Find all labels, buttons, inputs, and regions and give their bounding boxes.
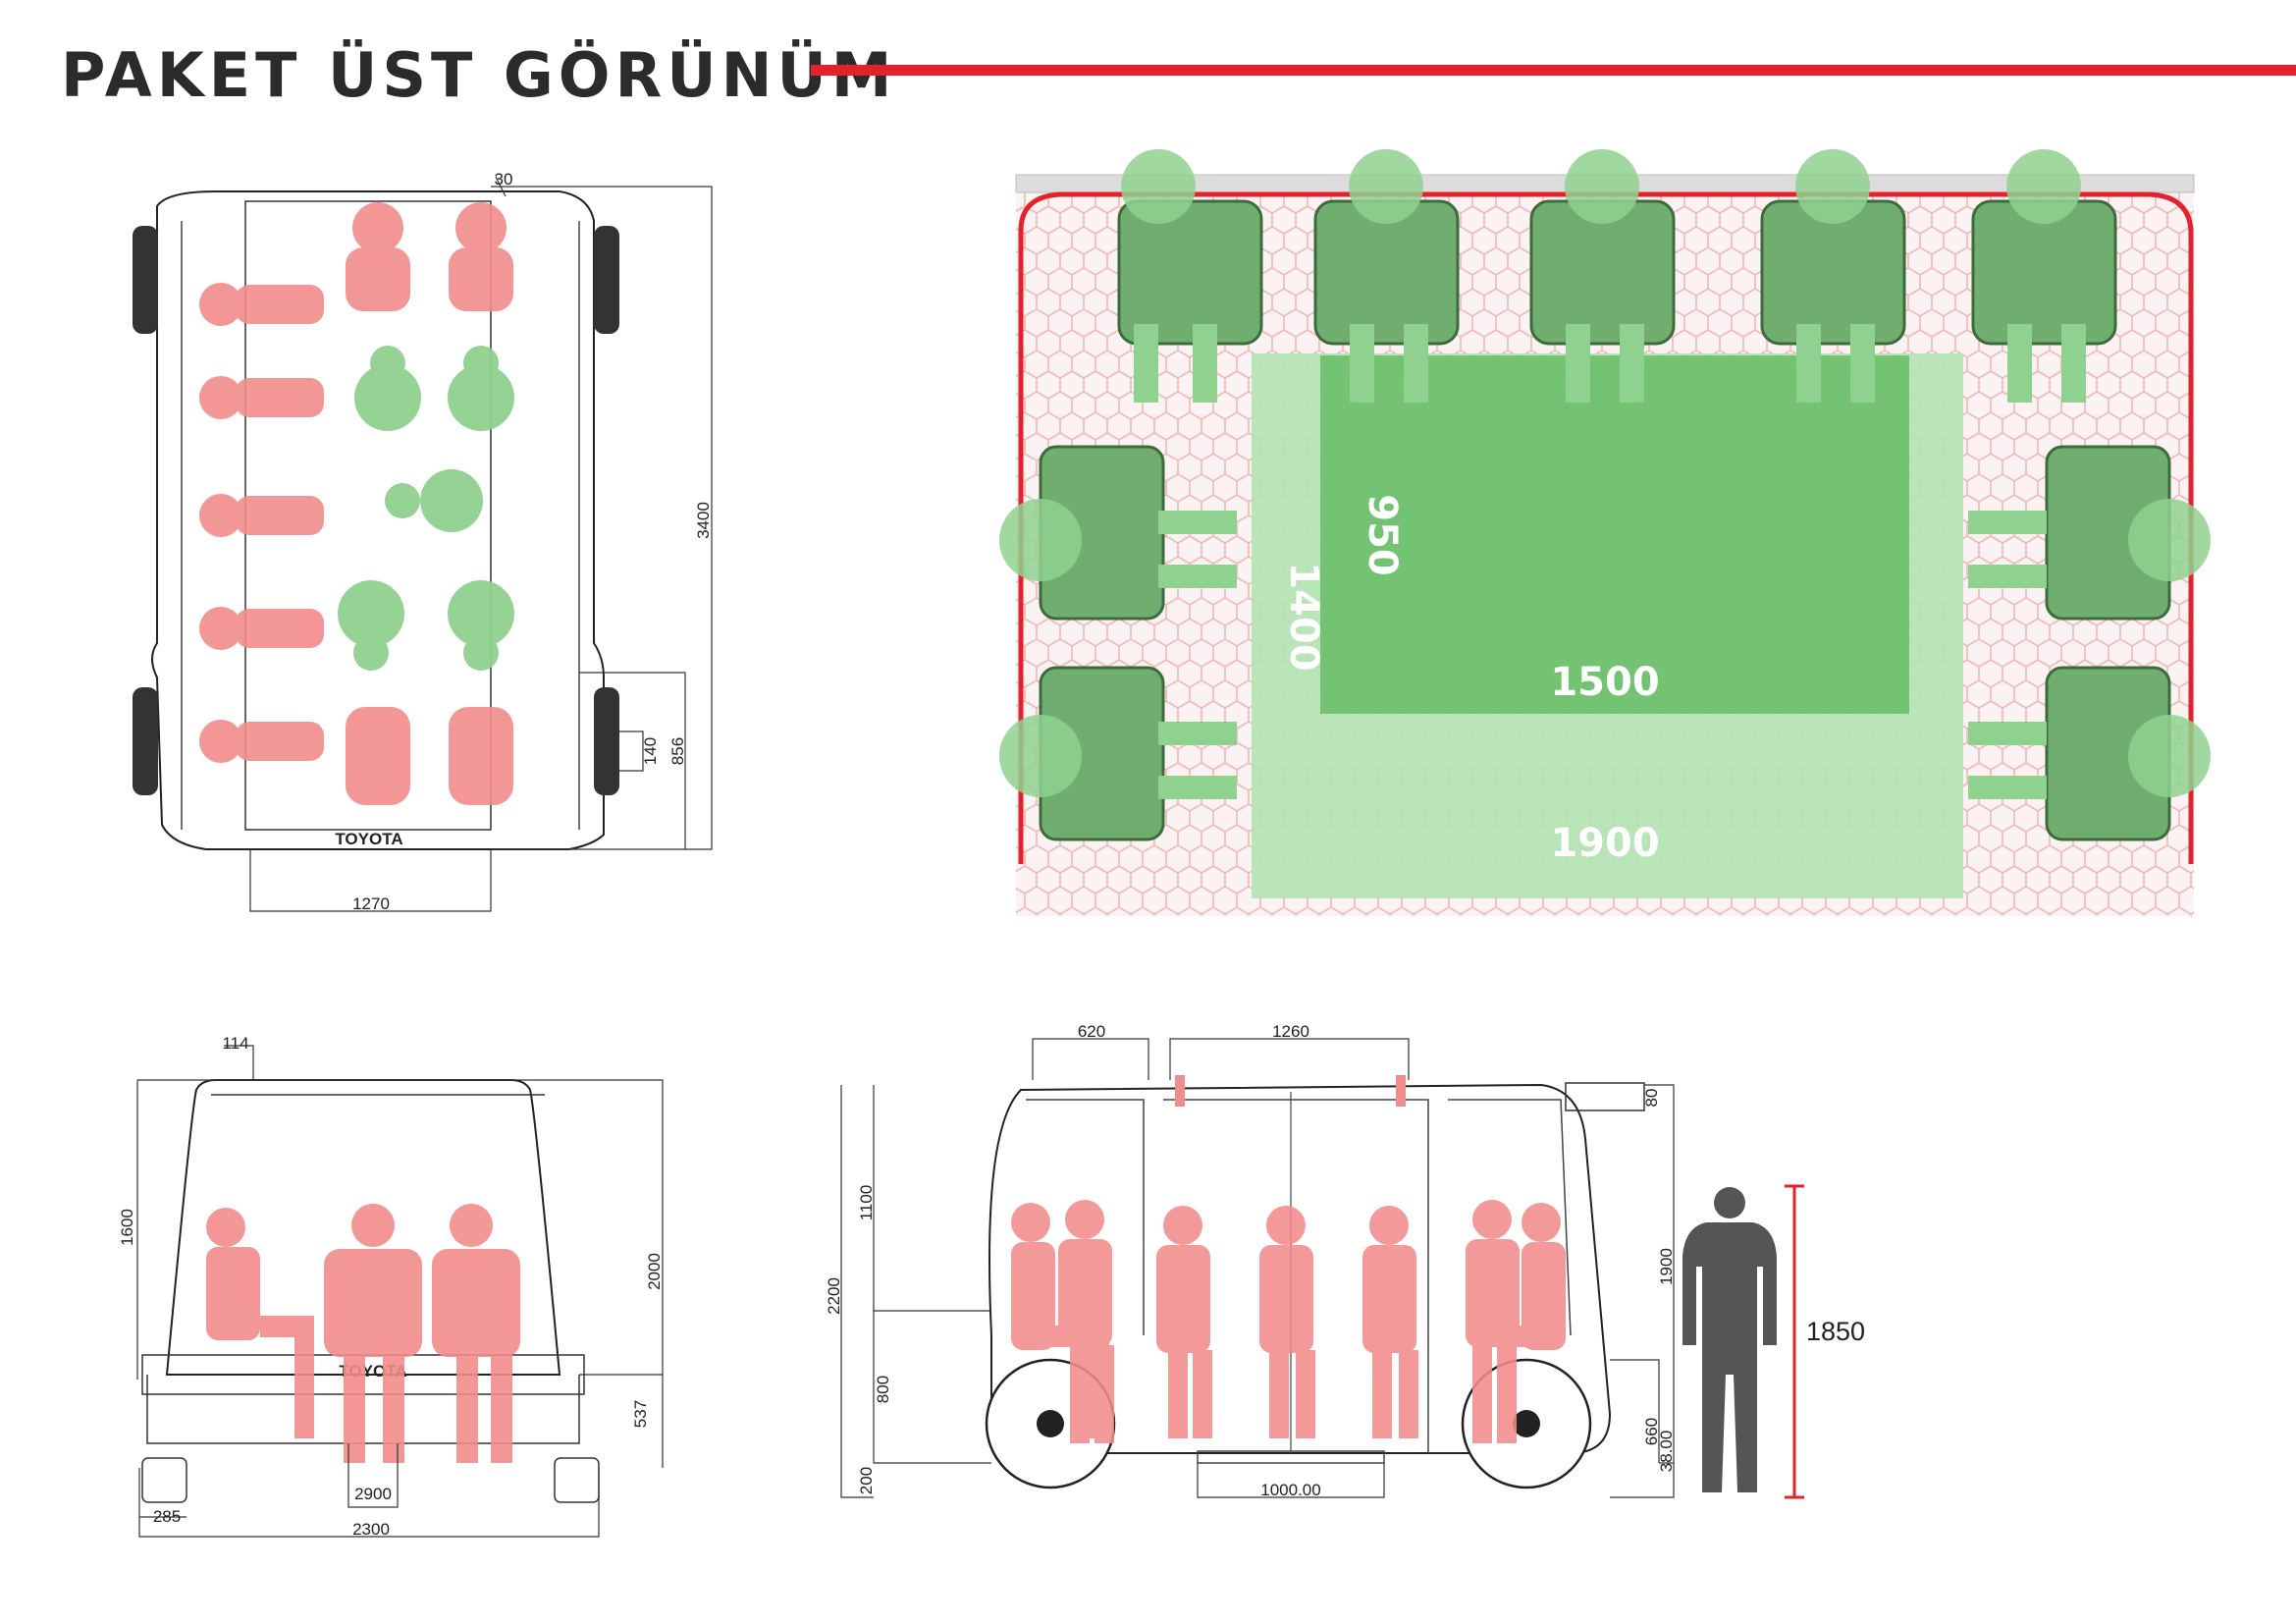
- dim-top-1270: 1270: [352, 894, 390, 913]
- passenger-standing-green: [354, 346, 421, 431]
- dim-front-537: 537: [631, 1400, 650, 1428]
- seat-column-left: [999, 445, 1237, 841]
- dim-side-80: 80: [1642, 1089, 1661, 1108]
- passenger-seated: [199, 283, 324, 326]
- passenger-standing: [346, 707, 410, 805]
- top-view: TOYOTA 30: [133, 170, 713, 913]
- label-1400: 1400: [1281, 562, 1326, 671]
- dim-side-2200: 2200: [825, 1277, 843, 1315]
- floor-plan: 950 1400 1500 1900: [999, 149, 2211, 916]
- passenger-side: [1259, 1206, 1315, 1438]
- seat: [999, 666, 1237, 841]
- passenger-seated-front: [432, 1204, 520, 1463]
- passenger-seated: [199, 720, 324, 763]
- human-height-label: 1850: [1806, 1317, 1865, 1346]
- passenger-standing-green: [448, 346, 514, 431]
- seat-row-top: [1117, 149, 2117, 403]
- human-reference-figure: [1682, 1187, 1777, 1492]
- seat-column-right: [1968, 445, 2211, 841]
- seat: [999, 445, 1237, 621]
- passenger-seated-front: [206, 1208, 314, 1438]
- seat: [1971, 149, 2117, 403]
- passenger-standing: [449, 707, 513, 805]
- front-wheel-right: [554, 1457, 600, 1503]
- seat: [1117, 149, 1263, 403]
- passenger-seated: [199, 376, 324, 419]
- seat: [1968, 666, 2211, 841]
- wheel-front-left: [133, 226, 158, 334]
- passenger-standing-green: [448, 580, 514, 671]
- dim-front-2000: 2000: [645, 1253, 664, 1290]
- seat: [1313, 149, 1460, 403]
- front-view: TOYOTA 114 1600 2000 537 2900 285 2300: [118, 1034, 664, 1539]
- dim-front-1600: 1600: [118, 1209, 136, 1246]
- dim-top-140: 140: [641, 737, 660, 765]
- front-wheel-left: [141, 1457, 187, 1503]
- dim-top-3400: 3400: [694, 502, 713, 539]
- wheel-rear-left: [133, 687, 158, 795]
- dim-front-2900: 2900: [354, 1485, 392, 1503]
- seat: [1760, 149, 1906, 403]
- side-view-roof-rail: [1565, 1082, 1645, 1111]
- dim-top-856: 856: [668, 737, 687, 765]
- side-view: 620 1260 80 1100 2200 800 200 1900 660 3…: [825, 1022, 1865, 1499]
- title-rule: [811, 65, 2296, 76]
- dim-side-660: 660: [1642, 1418, 1661, 1445]
- dim-side-1100: 1100: [857, 1185, 876, 1221]
- label-950: 950: [1360, 494, 1405, 576]
- passenger-standing: [346, 202, 410, 311]
- dim-side-620: 620: [1078, 1022, 1105, 1041]
- label-1500: 1500: [1550, 660, 1659, 705]
- page-title: PAKET ÜST GÖRÜNÜM: [61, 39, 897, 111]
- passenger-seated: [199, 607, 324, 650]
- side-view-step: [1197, 1450, 1385, 1464]
- passenger-standing-green: [338, 580, 404, 671]
- passenger-seated: [199, 494, 324, 537]
- passenger-seated-front: [324, 1204, 422, 1463]
- dim-side-1000: 1000.00: [1260, 1481, 1320, 1499]
- dim-side-38: 38.00: [1657, 1431, 1676, 1473]
- passenger-standing: [449, 202, 513, 311]
- passenger-side: [1472, 1203, 1566, 1438]
- dim-side-1900: 1900: [1657, 1248, 1676, 1285]
- passenger-side: [1362, 1206, 1418, 1438]
- wheel-front-right: [594, 226, 619, 334]
- side-view-marker: [1396, 1075, 1406, 1107]
- dim-side-200: 200: [857, 1467, 876, 1494]
- dim-front-285: 285: [153, 1507, 181, 1526]
- top-view-brand: TOYOTA: [335, 830, 402, 848]
- passenger-side: [1156, 1206, 1212, 1438]
- dim-front-114: 114: [222, 1034, 248, 1053]
- passenger-side: [1058, 1200, 1114, 1443]
- passenger-standing-green: [385, 469, 483, 532]
- label-1900: 1900: [1550, 821, 1659, 866]
- wheel-rear-right: [594, 687, 619, 795]
- seat: [1529, 149, 1676, 403]
- dim-front-2300: 2300: [352, 1520, 390, 1539]
- side-view-marker: [1175, 1075, 1185, 1107]
- human-height-marker: [1785, 1184, 1804, 1499]
- dim-side-1260: 1260: [1272, 1022, 1309, 1041]
- seat: [1968, 445, 2211, 621]
- standing-area-1500: [1320, 355, 1909, 714]
- dim-top-30: 30: [495, 170, 513, 189]
- dim-side-800: 800: [874, 1376, 892, 1403]
